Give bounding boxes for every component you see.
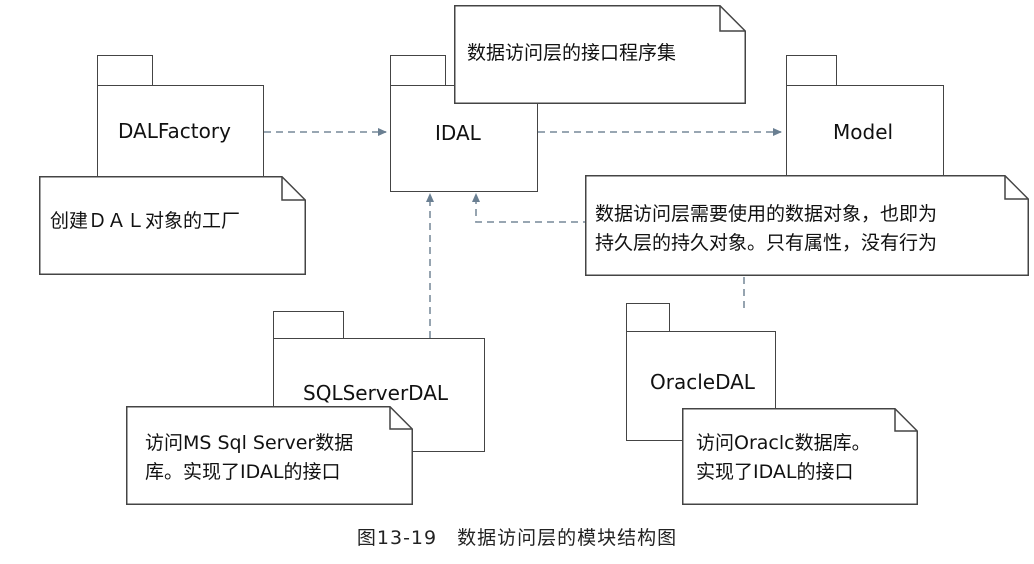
note-shape bbox=[585, 175, 1029, 276]
note-dalfactory: 创建ＤＡＬ对象的工厂 bbox=[39, 176, 306, 275]
note-shape bbox=[39, 176, 306, 275]
package-tab-dalfactory bbox=[97, 55, 153, 86]
note-idal: 数据访问层的接口程序集 bbox=[454, 5, 746, 104]
note-shape bbox=[126, 406, 413, 505]
package-label-idal: IDAL bbox=[435, 121, 481, 145]
note-model: 数据访问层需要使用的数据对象，也即为 持久层的持久对象。只有属性，没有行为 bbox=[585, 175, 1029, 276]
package-label-sqlserverdal: SQLServerDAL bbox=[303, 381, 449, 405]
package-tab-oracledal bbox=[626, 303, 670, 332]
note-text-sqlserverdal-line2: 库。实现了IDAL的接口 bbox=[145, 461, 341, 483]
note-oracledal: 访问Oraclc数据库。 实现了IDAL的接口 bbox=[682, 408, 918, 505]
note-text-dalfactory: 创建ＤＡＬ对象的工厂 bbox=[50, 210, 241, 232]
note-text-idal: 数据访问层的接口程序集 bbox=[467, 42, 677, 64]
package-tab-idal bbox=[390, 55, 446, 86]
package-label-model: Model bbox=[833, 120, 894, 144]
package-label-oracledal: OracleDAL bbox=[650, 370, 755, 394]
package-tab-sqlserverdal bbox=[273, 311, 344, 340]
note-text-oracledal-line2: 实现了IDAL的接口 bbox=[696, 461, 854, 483]
note-shape bbox=[454, 5, 746, 104]
package-label-dalfactory: DALFactory bbox=[118, 119, 231, 143]
package-model bbox=[786, 85, 944, 190]
note-text-model-line2: 持久层的持久对象。只有属性，没有行为 bbox=[595, 232, 938, 254]
note-sqlserverdal: 访问MS Sql Server数据 库。实现了IDAL的接口 bbox=[126, 406, 413, 505]
note-text-model-line1: 数据访问层需要使用的数据对象，也即为 bbox=[595, 203, 938, 225]
note-shape bbox=[682, 408, 918, 505]
package-tab-model bbox=[786, 55, 837, 86]
note-text-sqlserverdal-line1: 访问MS Sql Server数据 bbox=[145, 432, 354, 454]
note-text-oracledal-line1: 访问Oraclc数据库。 bbox=[696, 432, 871, 454]
figure-caption: 图13-19 数据访问层的模块结构图 bbox=[356, 527, 678, 549]
